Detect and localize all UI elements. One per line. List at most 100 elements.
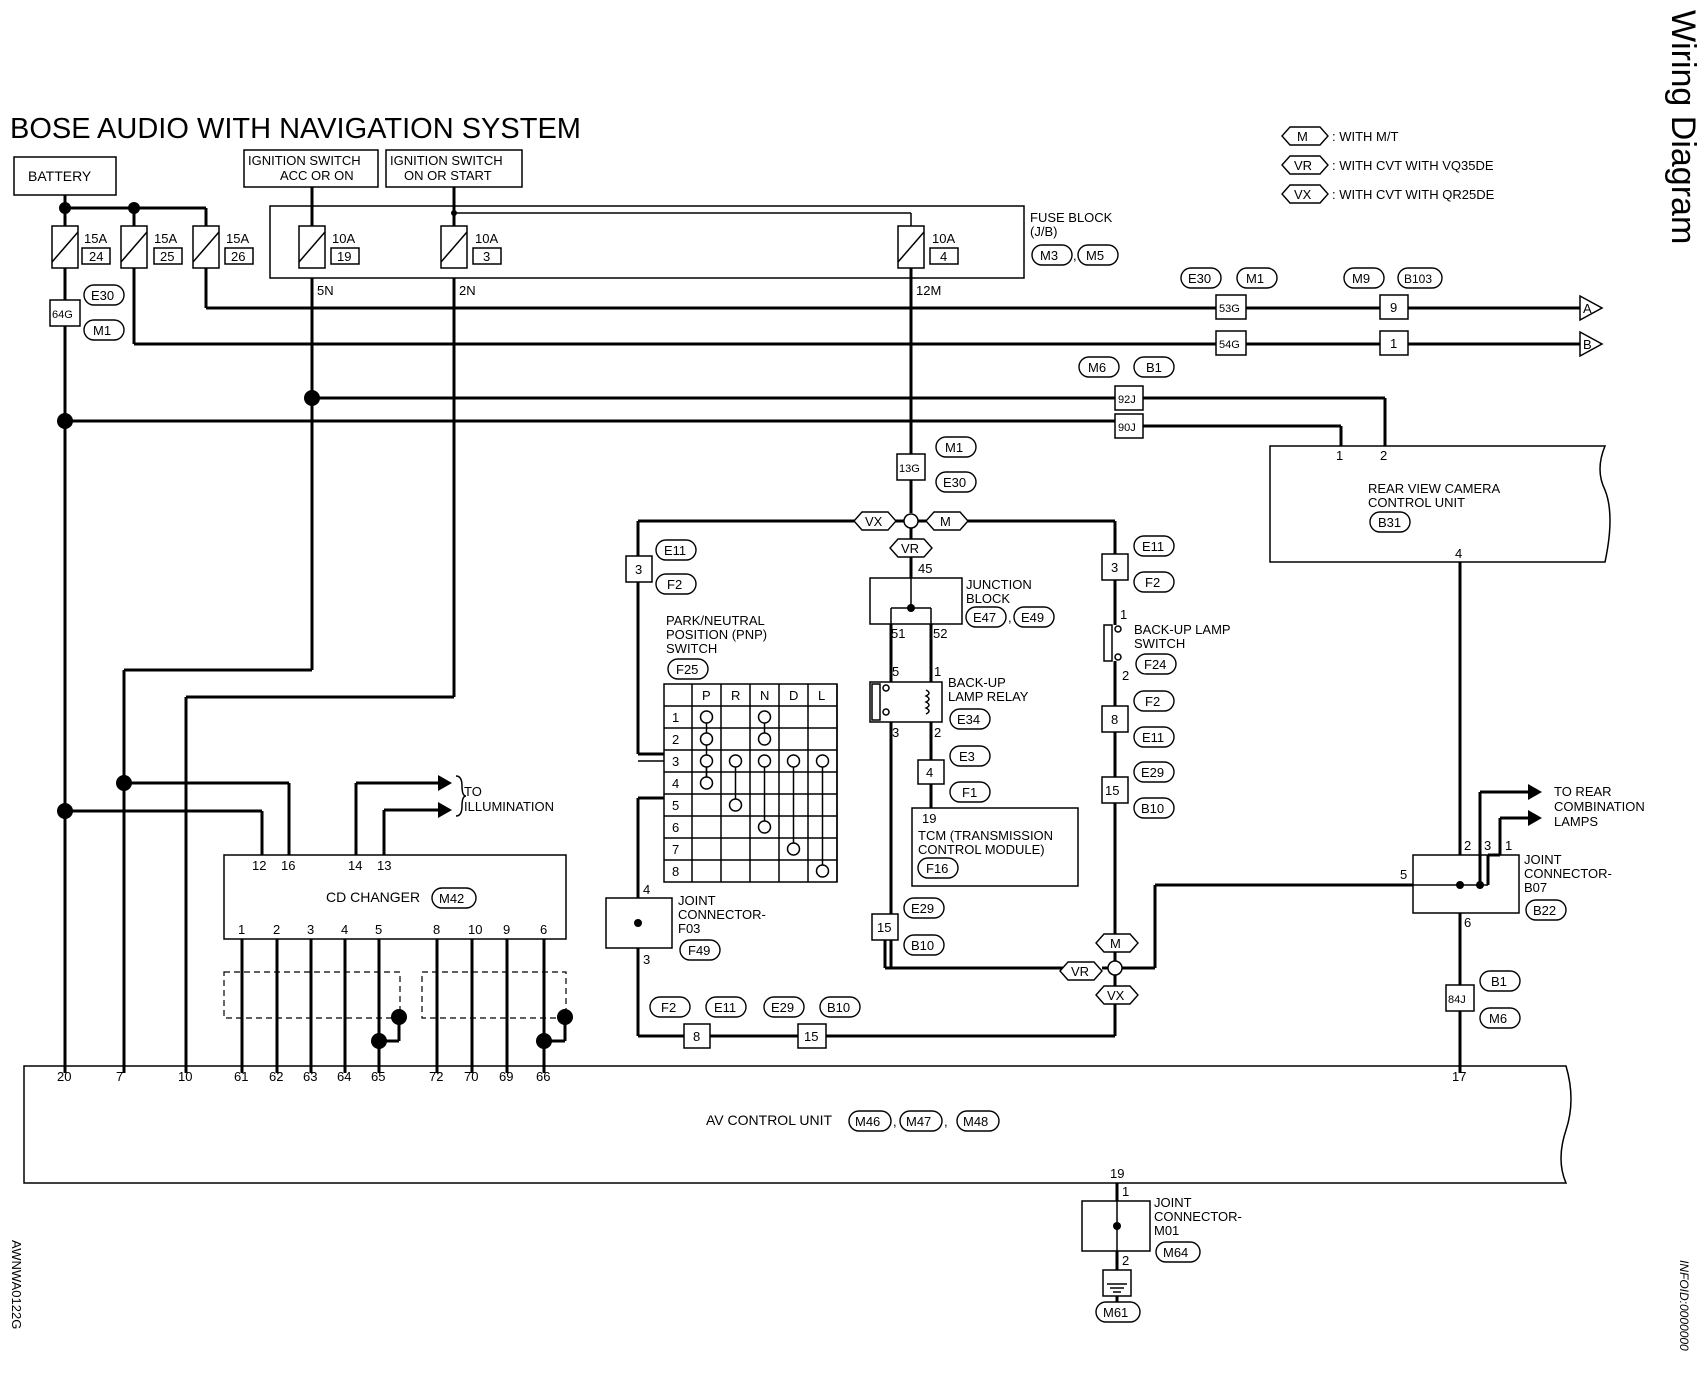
pnp-contact	[815, 754, 830, 768]
cd-changer-box	[223, 854, 567, 940]
backup-conn-pin-3: 3	[1111, 560, 1118, 575]
tcm-box	[911, 807, 1079, 887]
fuse-26-amp: 15A	[226, 231, 249, 246]
conn-m1-2: M1	[1246, 271, 1264, 286]
jc-m01-pin-2: 2	[1122, 1253, 1129, 1268]
pnp-contact	[699, 710, 714, 724]
av-pin-20: 20	[57, 1069, 71, 1084]
conn-13g: 13G	[899, 463, 920, 475]
junction-label-2: BLOCK	[966, 591, 1010, 606]
conn-m6-1: M6	[1088, 360, 1106, 375]
backup-pin-15: 15	[1105, 783, 1119, 798]
rear-camera-pin-2: 2	[1380, 448, 1387, 463]
av-pin-19: 19	[1110, 1166, 1124, 1181]
av-pin-61: 61	[234, 1069, 248, 1084]
info-code: INFOID:0000000	[1677, 1260, 1691, 1351]
cd-bottom-pin-5: 5	[375, 922, 382, 937]
ignition-on-box	[385, 149, 523, 188]
pnp-row-3: 3	[672, 754, 679, 769]
pnp-row-6: 6	[672, 820, 679, 835]
pnp-contact	[757, 820, 772, 834]
pnp-contact	[757, 710, 772, 724]
conn-f2-4: F2	[1145, 694, 1160, 709]
svg-text:,: ,	[1073, 248, 1077, 263]
junction-conn-2: E49	[1021, 610, 1044, 625]
fuse-24: 15A 24	[51, 225, 111, 269]
pin-8-bottom: 8	[693, 1029, 700, 1044]
conn-b103: B103	[1404, 272, 1432, 286]
jc-m01-pin-1: 1	[1122, 1184, 1129, 1199]
av-pin-69: 69	[499, 1069, 513, 1084]
rear-lamps-label-1: TO REAR	[1554, 784, 1612, 799]
conn-90j: 90J	[1118, 422, 1136, 434]
conn-m6-2: M6	[1489, 1011, 1507, 1026]
pnp-contact	[757, 754, 772, 768]
svg-text:,: ,	[893, 1114, 897, 1129]
fuse-block-label: FUSE BLOCK	[1030, 210, 1113, 225]
rear-camera-conn: B31	[1378, 515, 1401, 530]
relay-conn-pin-4: 4	[926, 765, 933, 780]
jc-f03-pin-3: 3	[643, 952, 650, 967]
svg-text:,: ,	[944, 1114, 948, 1129]
jc-b07-pin-5: 5	[1400, 867, 1407, 882]
illumination-label-1: TO	[464, 784, 482, 799]
conn-84j: 84J	[1448, 994, 1466, 1006]
pin-2n: 2N	[459, 283, 476, 298]
pnp-contact	[699, 754, 714, 768]
jc-m01-label-1: JOINT	[1154, 1195, 1192, 1210]
conn-e11-1: E11	[664, 543, 686, 558]
illumination-label-2: ILLUMINATION	[464, 799, 554, 814]
arrow-b: B	[1583, 337, 1592, 352]
rear-lamps-label-3: LAMPS	[1554, 814, 1598, 829]
cd-changer-top-pins: 12 16 14 13	[252, 858, 391, 873]
backup-switch-pin-1: 1	[1120, 607, 1127, 622]
conn-53g: 53G	[1219, 303, 1240, 315]
ignition-acc-label-2: ACC OR ON	[280, 168, 354, 183]
conn-e29-3: E29	[1141, 765, 1164, 780]
ignition-on-label-1: IGNITION SWITCH	[390, 153, 503, 168]
legend-tag-vr: VR	[1294, 158, 1312, 173]
rear-camera-unit	[1269, 445, 1611, 563]
junction-conn-1: E47	[973, 610, 996, 625]
conn-e11-4: E11	[1142, 730, 1164, 745]
cd-bottom-pin-10: 10	[468, 922, 482, 937]
jc-b07-pin-1: 1	[1505, 838, 1512, 853]
av-unit-label: AV CONTROL UNIT	[706, 1112, 832, 1128]
pnp-label-1: PARK/NEUTRAL	[666, 613, 765, 628]
tcm-label-2: CONTROL MODULE)	[918, 842, 1045, 857]
junction-block-box	[869, 577, 963, 625]
conn-e11-3: E11	[1142, 539, 1164, 554]
fuse-25: 15A 25	[120, 225, 183, 269]
jc-b07-label-1: JOINT	[1524, 852, 1562, 867]
legend: M : WITH M/T VR : WITH CVT WITH VQ35DE V…	[1281, 126, 1495, 204]
fuse-4-amp: 10A	[932, 231, 955, 246]
pnp-contact	[786, 842, 801, 856]
figure-code: AWNWA0122G	[9, 1240, 24, 1329]
conn-b10-1: B10	[827, 1000, 850, 1015]
pin-5n: 5N	[317, 283, 334, 298]
av-unit-conn-3: M48	[963, 1114, 988, 1129]
conn-e3: E3	[959, 749, 975, 764]
fuse-24-amp: 15A	[84, 231, 107, 246]
pin-15-bottom: 15	[804, 1029, 818, 1044]
conn-b10-3: B10	[1141, 801, 1164, 816]
jc-b07-pin-2: 2	[1464, 838, 1471, 853]
fuse-3-num: 3	[483, 249, 490, 264]
jc-m01-conn: M64	[1163, 1245, 1188, 1260]
pin-12m: 12M	[916, 283, 941, 298]
conn-e11-2: E11	[714, 1000, 736, 1015]
av-pin-65: 65	[371, 1069, 385, 1084]
jc-f03-label-3: F03	[678, 921, 700, 936]
pnp-row-2: 2	[672, 732, 679, 747]
rear-lamps-label-2: COMBINATION	[1554, 799, 1645, 814]
conn-54g: 54G	[1219, 339, 1240, 351]
fuse-3-amp: 10A	[475, 231, 498, 246]
ground-conn: M61	[1103, 1305, 1128, 1320]
relay-pin-3: 3	[892, 725, 899, 740]
conn-64g: 64G	[52, 309, 73, 321]
pnp-conn-pin-3: 3	[635, 562, 642, 577]
fuse-block-box	[269, 205, 1025, 279]
pnp-label-3: SWITCH	[666, 641, 717, 656]
relay-box	[869, 681, 943, 723]
